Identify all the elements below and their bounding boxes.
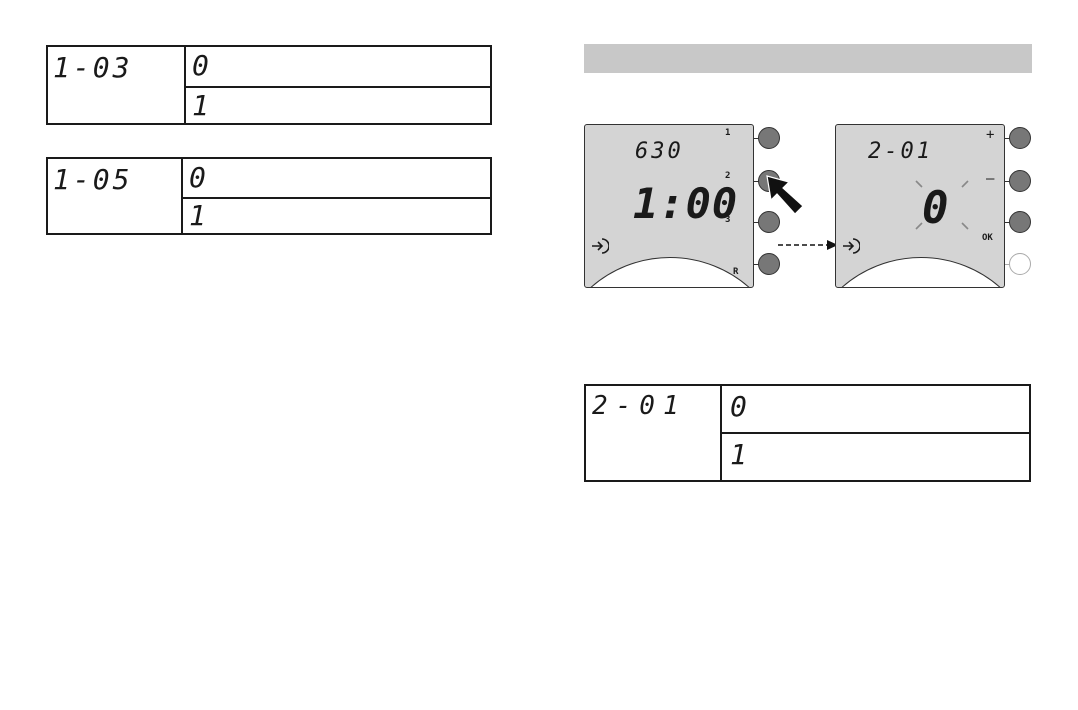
param-table-1-05: 1-05 0 1	[46, 157, 492, 235]
lcd-main-value: 1:00	[633, 179, 738, 228]
button-label: 2	[725, 171, 730, 181]
enter-arrow-icon	[591, 237, 609, 255]
param-option: 1	[189, 199, 209, 232]
hw-button-inactive	[1009, 253, 1031, 275]
button-label: –	[986, 171, 994, 187]
hw-button-plus[interactable]	[1009, 127, 1031, 149]
button-label: +	[986, 127, 994, 143]
param-table-1-03: 1-03 0 1	[46, 45, 492, 125]
section-header-bar	[584, 44, 1032, 73]
param-code: 1-05	[53, 163, 132, 196]
dashed-arrow-icon	[776, 238, 840, 252]
param-option: 1	[730, 438, 750, 471]
param-code: 1-03	[53, 51, 132, 84]
button-label: 3	[725, 215, 730, 225]
display-dial	[835, 257, 1005, 288]
button-label: R	[733, 267, 738, 277]
hw-button-ok[interactable]	[1009, 211, 1031, 233]
blink-marks-icon	[912, 177, 972, 233]
enter-arrow-icon	[842, 237, 860, 255]
param-option: 0	[730, 390, 750, 423]
hw-button-r[interactable]	[758, 253, 780, 275]
display-dial	[584, 257, 754, 288]
param-option: 0	[192, 49, 212, 82]
pointer-cursor-icon	[765, 174, 811, 220]
hw-button-1[interactable]	[758, 127, 780, 149]
button-label: OK	[982, 233, 993, 243]
param-table-2-01: 2-01 0 1	[584, 384, 1031, 482]
lcd-top-value: 630	[635, 139, 684, 164]
lcd-display-right: 2-01 0 + – OK	[835, 124, 1005, 288]
button-label: 1	[725, 128, 730, 138]
param-option: 0	[189, 161, 209, 194]
param-code: 2-01	[592, 391, 687, 421]
param-option: 1	[192, 89, 212, 122]
lcd-display-left: 630 1:00 1 2 3 R	[584, 124, 754, 288]
hw-button-minus[interactable]	[1009, 170, 1031, 192]
lcd-top-value: 2-01	[868, 139, 933, 164]
